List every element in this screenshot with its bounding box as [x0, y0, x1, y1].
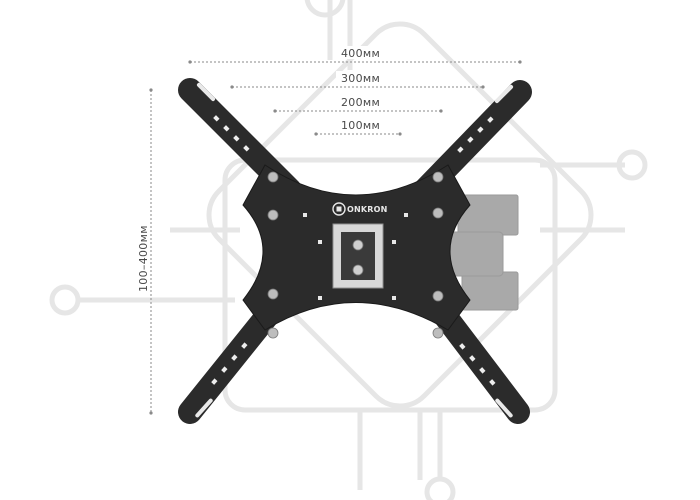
arm-slots — [195, 82, 514, 418]
dim-label-400: 400мм — [341, 47, 380, 60]
label-bg-400 — [336, 46, 392, 59]
dim-label-height: 100–400мм — [137, 225, 150, 292]
dim-label-300: 300мм — [341, 72, 380, 85]
dim-label-100: 100мм — [341, 119, 380, 132]
dimension-lines — [150, 61, 520, 413]
label-bg-300 — [336, 71, 392, 84]
watermark — [49, 0, 648, 500]
arm-holes — [211, 115, 496, 386]
brand-label: ONKRON — [347, 205, 388, 214]
label-bg-200 — [336, 95, 392, 108]
plate-holes — [303, 213, 408, 300]
label-bg-100 — [336, 118, 392, 131]
dim-label-200: 200мм — [341, 96, 380, 109]
dimension-ticks — [149, 60, 522, 415]
bolts — [267, 171, 444, 339]
onkron-logo-icon — [332, 202, 346, 216]
tilt-head — [332, 223, 384, 289]
